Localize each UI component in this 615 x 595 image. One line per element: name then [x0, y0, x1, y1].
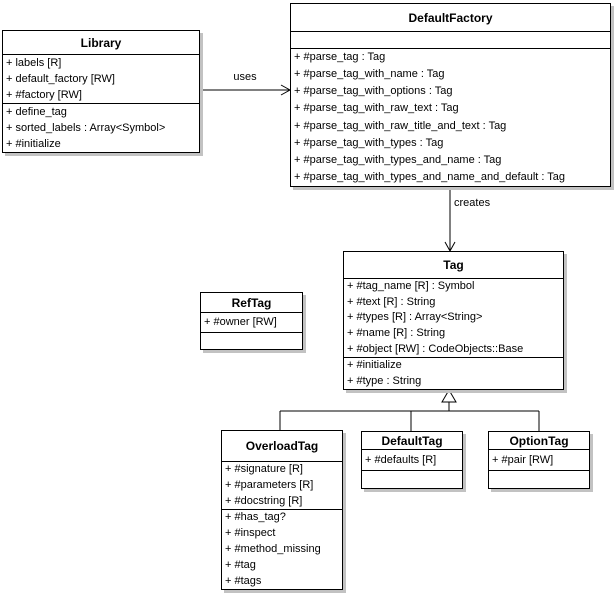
- attributes-section-empty: [291, 31, 610, 48]
- uses-edge-label: uses: [223, 71, 267, 84]
- attributes-section: + #tag_name [R] : Symbol + #text [R] : S…: [344, 278, 563, 357]
- generalization-tree: [279, 389, 540, 431]
- methods-section-empty: [362, 470, 462, 488]
- method-row: + #initialize: [347, 359, 402, 372]
- attribute-row: + #pair [RW]: [492, 453, 554, 466]
- methods-section-empty: [489, 470, 589, 488]
- class-box-option-tag: OptionTag + #pair [RW]: [488, 431, 590, 489]
- method-row: + #parse_tag_with_types_and_name : Tag: [294, 153, 502, 166]
- methods-section-empty: [201, 332, 302, 349]
- attribute-row: + #text [R] : String: [347, 295, 436, 308]
- class-title: Tag: [443, 258, 464, 272]
- class-title: OptionTag: [509, 433, 569, 448]
- attributes-section: + #signature [R] + #parameters [R] + #do…: [222, 461, 342, 509]
- class-box-ref-tag: RefTag + #owner [RW]: [200, 292, 303, 350]
- attribute-row: + #signature [R]: [225, 463, 303, 476]
- class-title: OverloadTag: [245, 439, 319, 453]
- method-row: + #has_tag?: [225, 511, 286, 524]
- method-row: + sorted_labels : Array<Symbol>: [6, 121, 166, 134]
- class-title: RefTag: [231, 295, 272, 310]
- method-row: + #parse_tag_with_raw_text : Tag: [294, 102, 459, 115]
- class-title: DefaultFactory: [408, 10, 493, 25]
- uses-dependency-arrow: [200, 84, 292, 96]
- methods-section: + #initialize + #type : String: [344, 357, 563, 389]
- methods-section: + #has_tag? + #inspect + #method_missing…: [222, 509, 342, 589]
- class-title: DefaultTag: [381, 433, 443, 448]
- method-row: + #tags: [225, 574, 262, 587]
- attribute-row: + #docstring [R]: [225, 494, 303, 507]
- method-row: + #parse_tag_with_name : Tag: [294, 68, 445, 81]
- method-row: + define_tag: [6, 105, 67, 118]
- attributes-section: + labels [R] + default_factory [RW] + #f…: [3, 54, 199, 103]
- attribute-row: + #object [RW] : CodeObjects::Base: [347, 342, 524, 355]
- attribute-row: + labels [R]: [6, 56, 62, 69]
- attribute-row: + #defaults [R]: [365, 453, 437, 466]
- attribute-row: + #name [R] : String: [347, 327, 446, 340]
- attribute-row: + #parameters [R]: [225, 479, 314, 491]
- method-row: + #method_missing: [225, 542, 321, 555]
- method-row: + #parse_tag_with_options : Tag: [294, 85, 453, 98]
- method-row: + #tag: [225, 558, 256, 571]
- attributes-section: + #defaults [R]: [362, 449, 462, 470]
- method-row: + #parse_tag_with_types : Tag: [294, 136, 444, 149]
- class-box-default-tag: DefaultTag + #defaults [R]: [361, 431, 463, 489]
- class-box-library: Library + labels [R] + default_factory […: [2, 30, 200, 153]
- method-row: + #parse_tag_with_raw_title_and_text : T…: [294, 119, 507, 132]
- class-box-tag: Tag + #tag_name [R] : Symbol + #text [R]…: [343, 251, 564, 390]
- class-box-default-factory: DefaultFactory + #parse_tag : Tag + #par…: [290, 3, 611, 187]
- method-row: + #type : String: [347, 374, 422, 387]
- method-row: + #initialize: [6, 137, 61, 150]
- method-row: + #parse_tag_with_types_and_name_and_def…: [294, 170, 566, 183]
- class-title: Library: [80, 35, 122, 50]
- class-box-overload-tag: OverloadTag + #signature [R] + #paramete…: [221, 430, 343, 590]
- method-row: + #parse_tag : Tag: [294, 51, 386, 64]
- methods-section: + #parse_tag : Tag + #parse_tag_with_nam…: [291, 48, 610, 186]
- attribute-row: + #owner [RW]: [204, 316, 277, 328]
- attributes-section: + #owner [RW]: [201, 312, 302, 332]
- method-row: + #inspect: [225, 527, 276, 540]
- creates-edge-label: creates: [454, 197, 491, 210]
- attribute-row: + #types [R] : Array<String>: [347, 311, 483, 324]
- attribute-row: + #tag_name [R] : Symbol: [347, 280, 475, 293]
- hollow-triangle-icon: [441, 389, 457, 403]
- attribute-row: + default_factory [RW]: [6, 72, 115, 85]
- methods-section: + define_tag + sorted_labels : Array<Sym…: [3, 103, 199, 152]
- attributes-section: + #pair [RW]: [489, 449, 589, 470]
- attribute-row: + #factory [RW]: [6, 88, 82, 101]
